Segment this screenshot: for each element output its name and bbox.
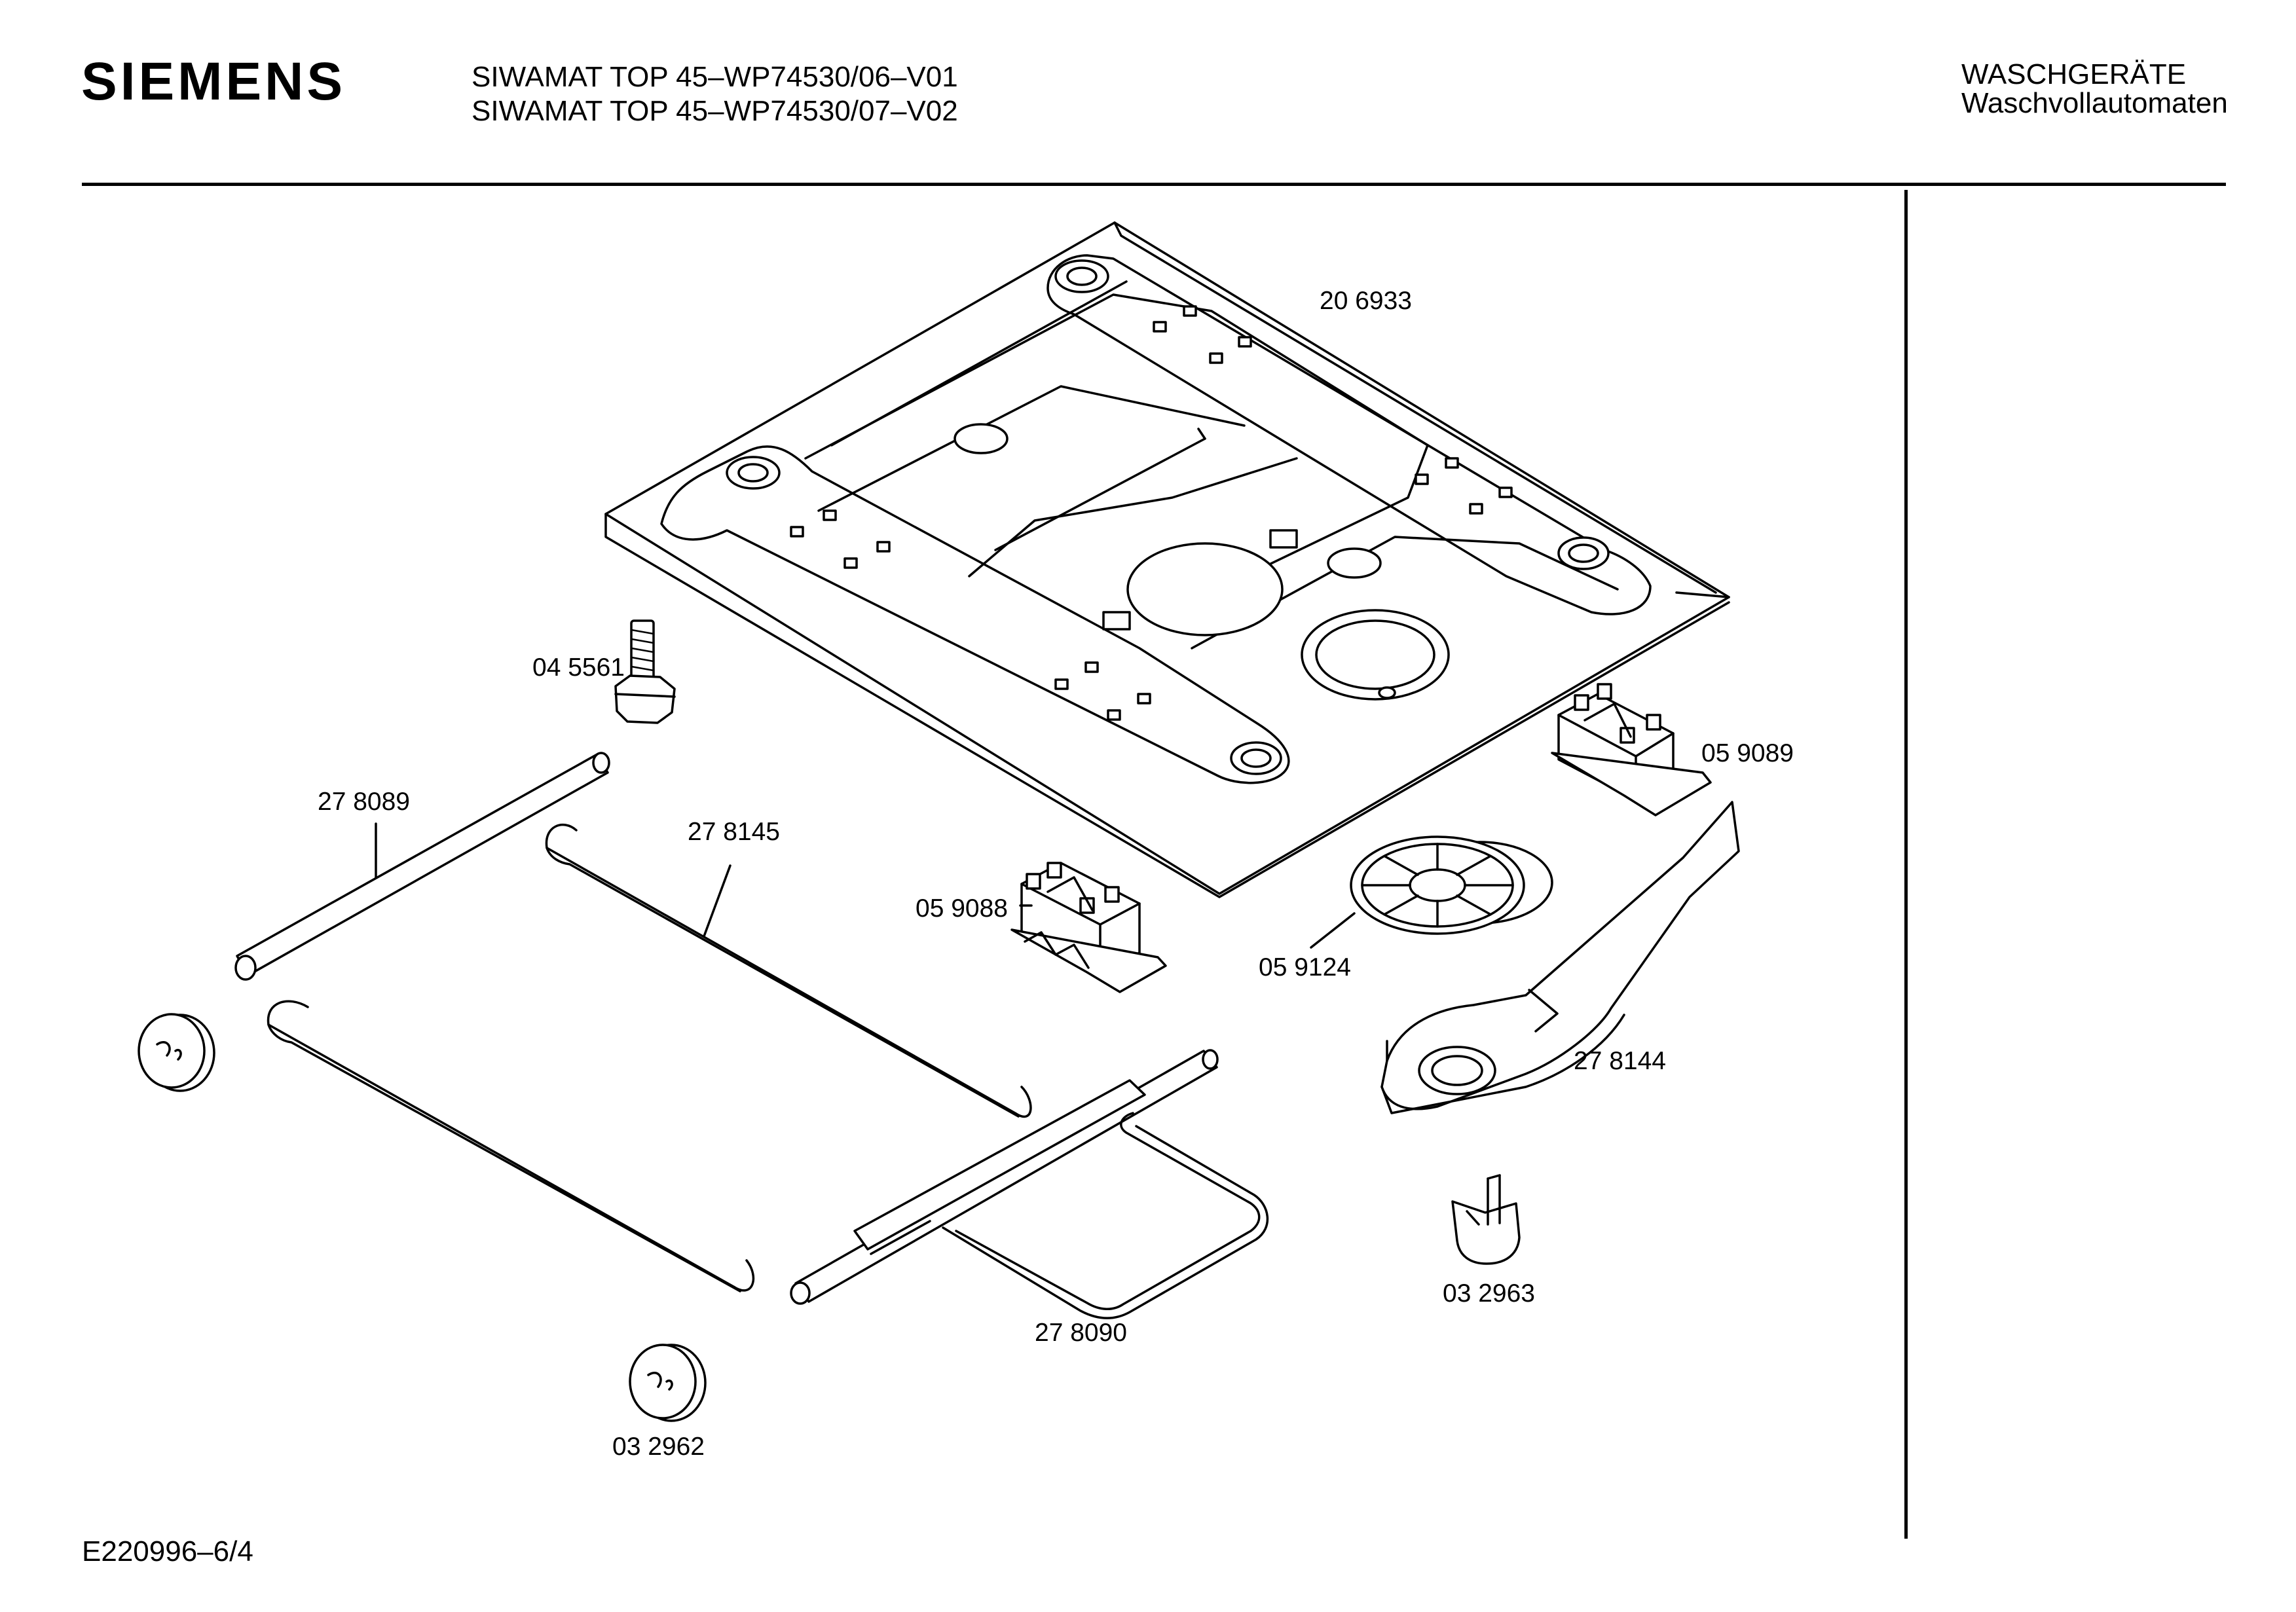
arm-drawing	[1380, 801, 1740, 1114]
foot-bottom-drawing	[629, 1344, 707, 1422]
frame-drawing	[790, 1049, 1268, 1319]
part-label-base-plate: 20 6933	[1320, 287, 1412, 315]
model-line-2: SIWAMAT TOP 45–WP74530/07–V02	[472, 95, 958, 127]
screw-drawing	[614, 619, 676, 724]
document-code: E220996–6/4	[82, 1535, 253, 1567]
part-label-screw: 04 5561	[532, 653, 625, 682]
foot-left-drawing	[138, 1013, 215, 1092]
hose-clip-drawing	[267, 823, 1032, 1292]
part-label-foot: 03 2962	[612, 1433, 705, 1461]
rod-drawing	[234, 752, 610, 981]
category-title: WASCHGERÄTE	[1961, 58, 2187, 90]
leader-lines	[375, 822, 1356, 949]
cap-drawing	[1451, 1174, 1521, 1265]
disc-drawing	[1350, 835, 1553, 935]
part-label-arm: 27 8144	[1574, 1047, 1666, 1075]
category-subtitle: Waschvollautomaten	[1961, 87, 2228, 119]
part-label-rod: 27 8089	[318, 788, 410, 816]
part-label-hose-clip: 27 8145	[688, 818, 780, 846]
part-label-bracket-left: 05 9088	[916, 894, 1008, 923]
model-line-1: SIWAMAT TOP 45–WP74530/06–V01	[472, 61, 958, 93]
category-block: WASCHGERÄTE Waschvollautomaten	[1961, 60, 2228, 118]
bracket-right-drawing	[1551, 683, 1712, 816]
part-label-cap: 03 2963	[1443, 1279, 1535, 1308]
siemens-logo: SIEMENS	[81, 52, 346, 111]
part-label-disc: 05 9124	[1259, 953, 1351, 981]
model-list: SIWAMAT TOP 45–WP74530/06–V01 SIWAMAT TO…	[472, 60, 958, 128]
header-rule	[82, 183, 2226, 186]
side-rule	[1904, 190, 1908, 1539]
part-label-bracket-right: 05 9089	[1701, 739, 1794, 767]
part-label-frame: 27 8090	[1035, 1319, 1127, 1347]
base-plate-drawing	[604, 221, 1730, 898]
bracket-left-drawing	[1010, 862, 1167, 993]
